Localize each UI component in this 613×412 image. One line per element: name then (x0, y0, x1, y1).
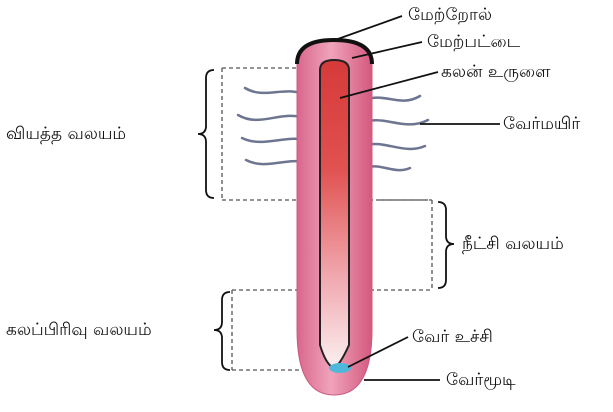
label-root-cap: வேர்மூடி (446, 370, 516, 390)
meristem-zone-brace (214, 292, 230, 370)
label-epidermis: மேற்றோல் (408, 5, 492, 25)
elongation-zone-brace (438, 202, 454, 288)
label-root-hair: வேர்மயிர் (503, 114, 580, 134)
label-elongation-zone: நீட்சி வலயம் (462, 234, 564, 254)
root-apex (329, 363, 351, 373)
label-cortex: மேற்பட்டை (427, 32, 520, 52)
label-root-apex: வேர் உச்சி (412, 327, 493, 347)
label-vascular-cylinder: கலன் உருளை (441, 62, 550, 82)
maturation-zone-brace (198, 70, 214, 198)
label-meristem-zone: கலப்பிரிவு வலயம் (6, 320, 152, 340)
label-maturation-zone: வியத்த வலயம் (6, 124, 126, 144)
vascular-cylinder (320, 60, 349, 368)
